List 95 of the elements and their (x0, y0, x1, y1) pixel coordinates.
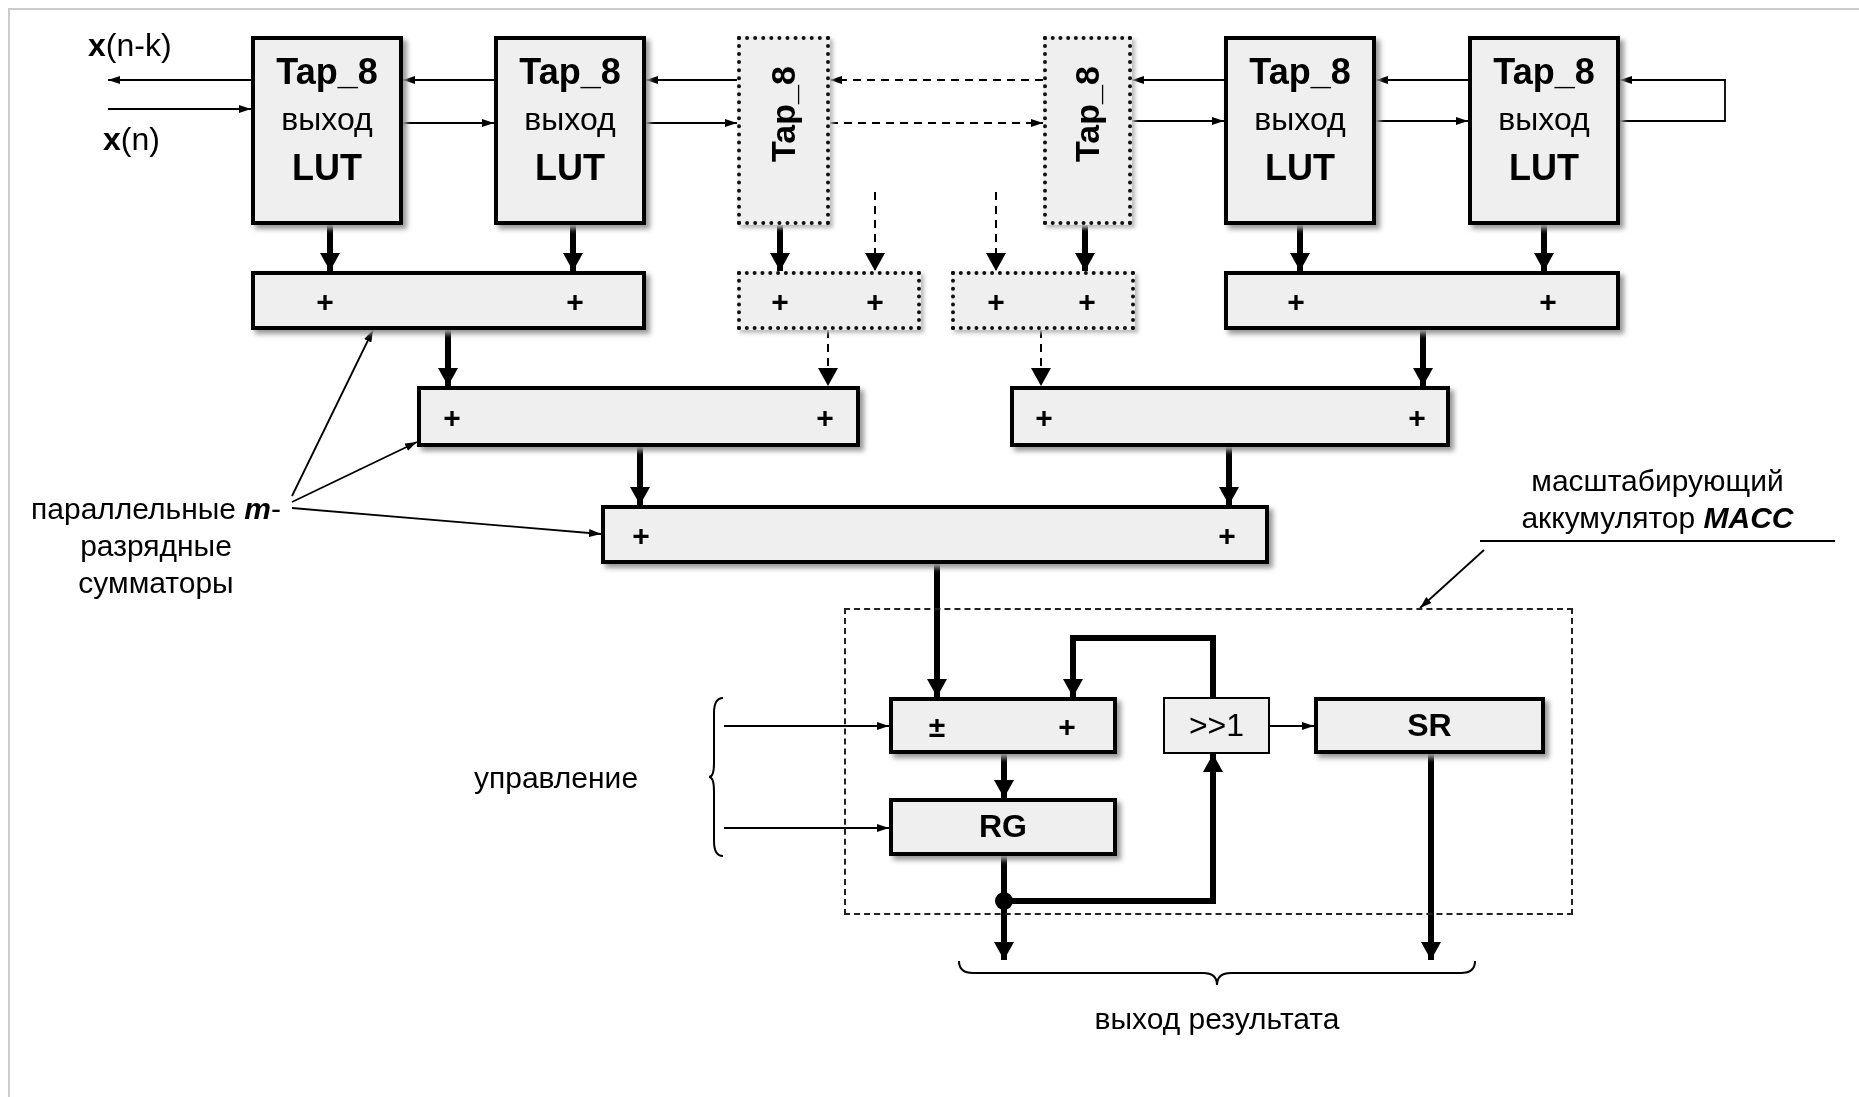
operator-sign: + (1287, 284, 1305, 317)
annotation-text: управление (474, 760, 639, 794)
block-title: Tap_8 (276, 52, 378, 92)
signal-label: x(n) (103, 122, 160, 158)
operator-sign: + (816, 400, 834, 433)
arrow (1534, 225, 1554, 271)
block-title: RG (979, 809, 1027, 845)
arrow (645, 76, 738, 84)
block-text: выход (1254, 102, 1346, 138)
arrow (1131, 117, 1225, 125)
arrow (320, 225, 340, 271)
leader-line (1419, 549, 1485, 609)
adder-block (1010, 386, 1450, 447)
block-text: выход (281, 102, 373, 138)
operator-sign: + (316, 284, 334, 317)
arrow (1290, 225, 1310, 271)
dashed-frame (844, 608, 1573, 915)
adder-block (889, 697, 1117, 754)
block-text: выход (1498, 102, 1590, 138)
operator-sign: + (1408, 400, 1426, 433)
operator-sign: + (1035, 400, 1053, 433)
operator-sign: + (1058, 709, 1076, 742)
arrow (1063, 635, 1216, 697)
arrow (770, 225, 790, 271)
arrow (986, 191, 1006, 272)
arrow (438, 330, 458, 386)
arrow (630, 447, 650, 505)
lut-block (494, 36, 646, 225)
arrow (1031, 329, 1051, 387)
arrow (1131, 76, 1225, 84)
register-block (889, 798, 1117, 856)
arrow (1375, 76, 1469, 84)
lut-block (251, 36, 403, 225)
operator-sign: + (771, 284, 789, 317)
lut-block (1043, 36, 1132, 225)
annotation-text: параллельные m-разрядные сумматоры (30, 491, 282, 602)
block-title: SR (1407, 707, 1452, 744)
arrow (107, 105, 252, 113)
arrow (829, 119, 1044, 127)
annotation-text: выход результата (1094, 1002, 1340, 1035)
leader-line (291, 507, 602, 537)
block-title: Tap_8 (1068, 66, 1107, 162)
block-title: LUT (1265, 148, 1335, 188)
arrow (1075, 225, 1095, 271)
adder-block (251, 271, 646, 330)
leader-line (291, 441, 418, 503)
arrow (107, 76, 252, 84)
block-title: Tap_8 (519, 52, 621, 92)
arrow (818, 329, 838, 387)
annotation-text: масштабирующий аккумулятор MACC (1480, 462, 1835, 543)
lut-block (1468, 36, 1620, 225)
operator-sign: + (866, 284, 884, 317)
operator-sign: + (632, 518, 650, 551)
arrow (1375, 117, 1469, 125)
operator-sign: + (987, 284, 1005, 317)
arrow (865, 191, 885, 272)
arrow (402, 76, 495, 84)
operator-sign: + (1078, 284, 1096, 317)
operator-sign: + (1539, 284, 1557, 317)
adder-block (601, 505, 1269, 564)
arrow (829, 76, 1044, 84)
leader-line (291, 329, 374, 497)
operator-sign: + (566, 284, 584, 317)
arrow (1219, 447, 1239, 505)
lut-block (737, 36, 830, 225)
operator-sign: + (443, 400, 461, 433)
arrow (1619, 76, 1726, 122)
arrow (927, 564, 947, 697)
register-block (1314, 697, 1545, 754)
adder-block (417, 386, 860, 447)
operator-sign: + (1218, 518, 1236, 551)
block-title: LUT (1509, 148, 1579, 188)
adder-block (737, 271, 921, 330)
block-title: LUT (535, 148, 605, 188)
arrow (994, 754, 1014, 798)
shift-block (1163, 697, 1270, 754)
block-text: выход (524, 102, 616, 138)
arrow (723, 824, 890, 832)
adder-block (951, 271, 1135, 330)
arrow (563, 225, 583, 271)
lut-block (1224, 36, 1376, 225)
block-title: LUT (292, 148, 362, 188)
block-title: Tap_8 (1493, 52, 1595, 92)
arrow (402, 119, 495, 127)
block-title: Tap_8 (1249, 52, 1351, 92)
block-title: >>1 (1188, 707, 1245, 744)
arrow (1413, 330, 1433, 386)
operator-sign: ± (928, 709, 946, 742)
adder-block (1224, 271, 1620, 330)
arrow (1421, 754, 1441, 960)
signal-label: x(n-k) (88, 28, 172, 64)
block-title: Tap_8 (764, 66, 803, 162)
arrow (1269, 722, 1315, 730)
arrow (723, 722, 890, 730)
arrow (645, 119, 738, 127)
